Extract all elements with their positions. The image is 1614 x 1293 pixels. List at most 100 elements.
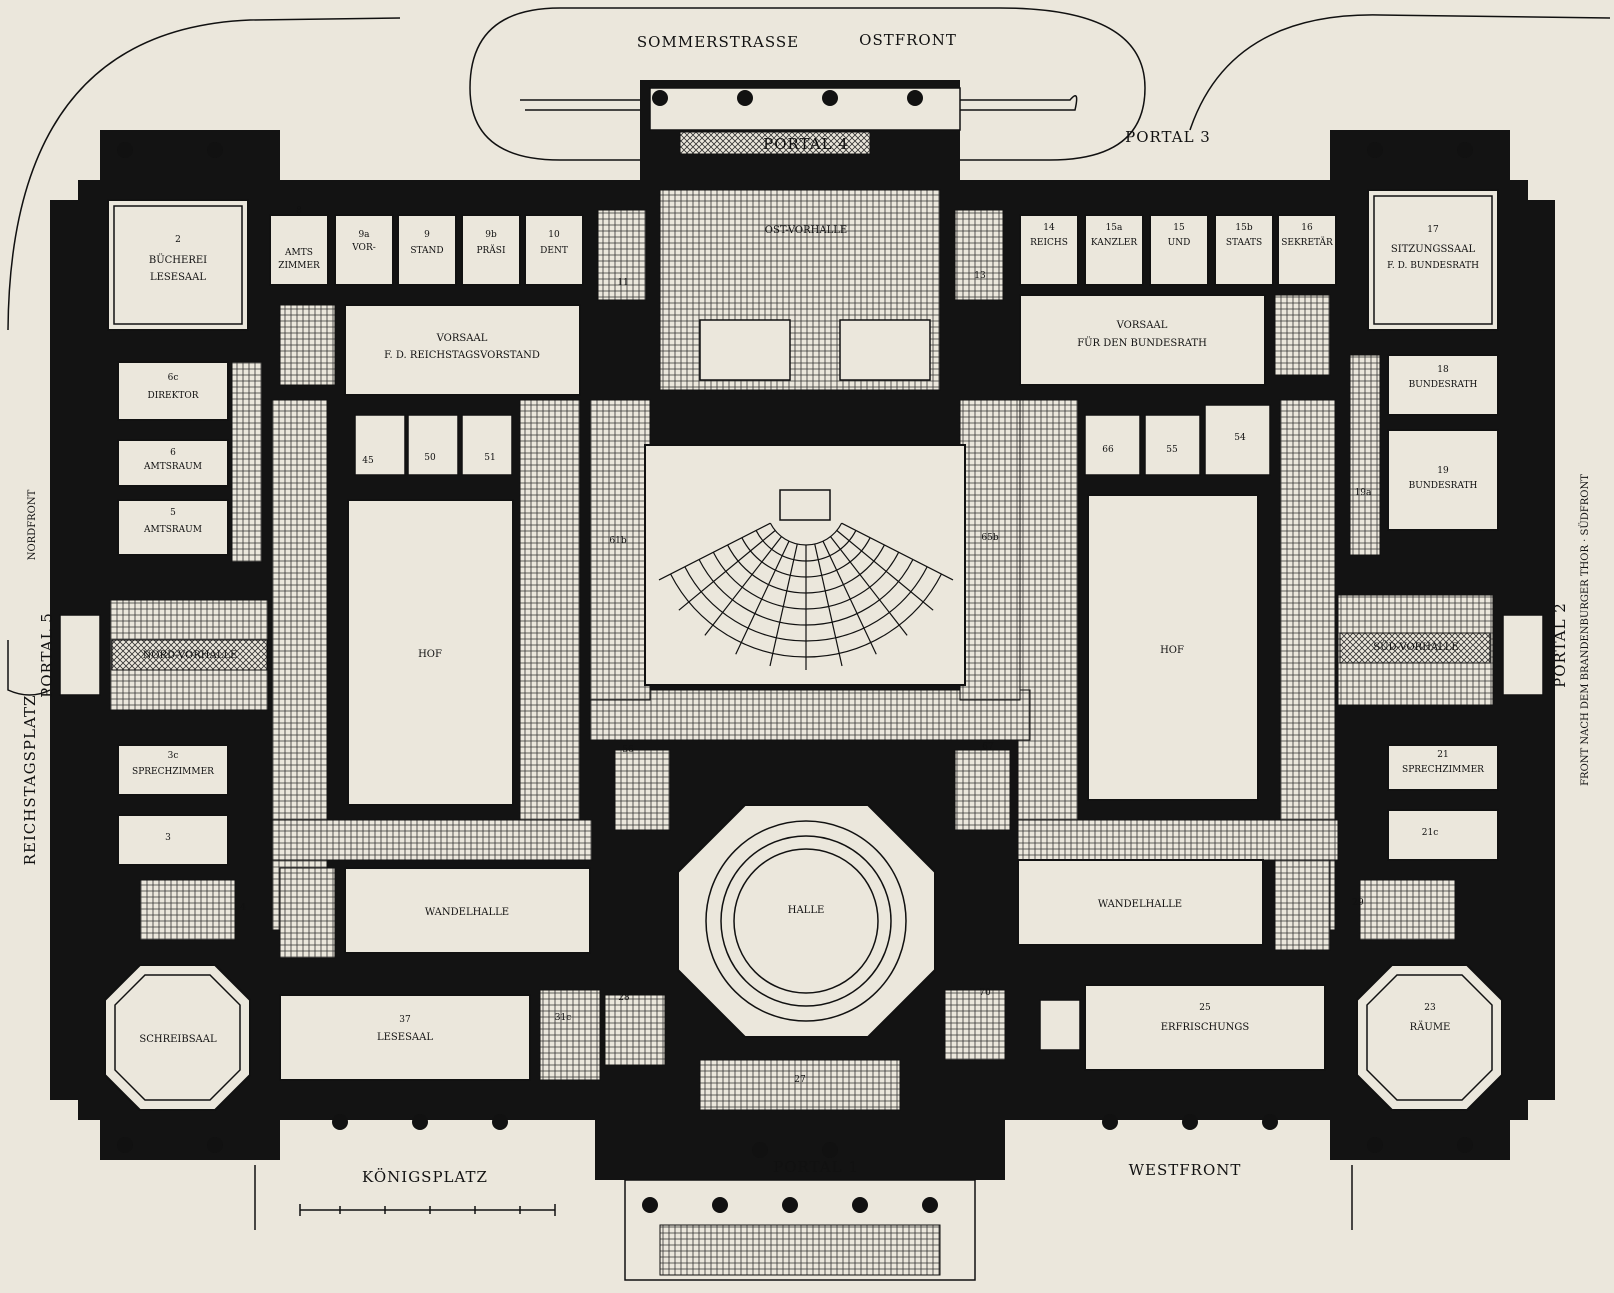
room-label: STAATS	[1226, 238, 1262, 248]
east-wing-rooms	[1349, 354, 1499, 941]
room-label: SPRECHZIMMER	[1402, 765, 1484, 775]
room-label: SPRECHZIMMER	[132, 767, 214, 777]
room-label: AMTS	[284, 248, 313, 258]
column	[1457, 1137, 1473, 1153]
room-number: 27	[794, 1075, 806, 1085]
column	[332, 1114, 348, 1130]
west-wing-rooms	[117, 361, 263, 941]
plan-labels: SOMMERSTRASSE OSTFRONT PORTAL 3 PORTAL 4…	[21, 31, 1591, 1186]
label-portal-2: PORTAL 2	[1551, 602, 1569, 688]
chamber-offices	[354, 404, 1271, 476]
column	[492, 1114, 508, 1130]
label-portal-1: PORTAL 1	[773, 1158, 859, 1176]
seat-aisle	[735, 540, 790, 655]
room-label: AMTSRAUM	[143, 462, 202, 472]
room-label: HALLE	[788, 905, 825, 916]
label-westfront: WESTFRONT	[1129, 1161, 1242, 1179]
room-number: 18	[1437, 365, 1449, 375]
seat-aisle	[658, 522, 771, 581]
column	[907, 90, 923, 106]
room-number: 21c	[1422, 828, 1439, 838]
room-number: 37	[399, 1015, 411, 1025]
room-label: SÜD-VORHALLE	[1373, 641, 1458, 653]
room-label: LESESAAL	[150, 272, 206, 283]
column	[642, 1197, 658, 1213]
room-number: 19a	[1355, 488, 1372, 498]
corner-pavilions	[104, 189, 1503, 1111]
seat-aisle	[704, 536, 782, 636]
room-label: VOR-	[351, 243, 376, 253]
label-ost-vorhalle: OST-VORHALLE	[765, 225, 847, 236]
room-number: 15b	[1235, 223, 1252, 233]
room-number: 65b	[981, 533, 998, 543]
chamber-seating	[658, 522, 954, 670]
column	[737, 90, 753, 106]
room-number: 13	[974, 271, 986, 281]
room-label: STAND	[410, 246, 443, 256]
seat-aisle	[830, 536, 908, 636]
column	[822, 1142, 838, 1158]
room-label: UND	[1168, 238, 1191, 248]
label-portal-3: PORTAL 3	[1125, 128, 1211, 146]
room-number: 50	[424, 453, 436, 463]
room-number: 19	[1437, 466, 1449, 476]
wandelhallen	[279, 859, 1331, 959]
room-number: 51	[484, 453, 495, 463]
room-label: WANDELHALLE	[425, 907, 509, 918]
room-label: WANDELHALLE	[1098, 899, 1182, 910]
room-number: 15	[1173, 223, 1185, 233]
column	[752, 1142, 768, 1158]
column	[412, 1114, 428, 1130]
room-label: PRÄSI	[476, 244, 505, 256]
room-label: VORSAAL	[1116, 320, 1168, 331]
room-number: 17	[1427, 225, 1439, 235]
column	[712, 1197, 728, 1213]
room-label: RÄUME	[1410, 1021, 1451, 1033]
room-number: 9	[424, 230, 430, 240]
columns	[117, 90, 1473, 1213]
ost-vorhalle	[649, 87, 961, 391]
column	[782, 1197, 798, 1213]
street-outlines	[7, 7, 1611, 1230]
side-vorhallen	[59, 594, 1544, 711]
room-number: 29	[1352, 898, 1364, 908]
label-suedfront: FRONT NACH DEM BRANDENBURGER THOR · SÜDF…	[1579, 474, 1591, 786]
room-number: 21	[1437, 750, 1448, 760]
seat-aisle	[841, 522, 954, 581]
plenary-chamber	[644, 444, 966, 686]
room-number: 61b	[609, 536, 626, 546]
room-number: 9b	[485, 230, 497, 240]
room-number: 56	[622, 745, 634, 755]
room-label: KANZLER	[1091, 238, 1138, 248]
room-number: 66	[1102, 445, 1114, 455]
seat-aisle	[836, 530, 934, 611]
column	[117, 1137, 133, 1153]
room-number: 6	[170, 448, 176, 458]
room-number: 67	[982, 742, 994, 752]
column	[207, 142, 223, 158]
room-label: NORD-VORHALLE	[143, 650, 238, 661]
room-label: REICHS	[1030, 238, 1068, 248]
column	[852, 1197, 868, 1213]
room-number: 16	[1301, 223, 1313, 233]
seat-aisle	[769, 543, 798, 667]
room-number: 5	[170, 508, 176, 518]
room-number: 2	[175, 235, 181, 245]
column	[922, 1197, 938, 1213]
room-label: DENT	[540, 246, 568, 256]
room-number: 15a	[1106, 223, 1123, 233]
room-label: FÜR DEN BUNDESRATH	[1077, 337, 1207, 349]
label-nordfront: NORDFRONT	[27, 489, 38, 560]
room-label: F. D. REICHSTAGSVORSTAND	[384, 350, 540, 361]
room-label: BUNDESRATH	[1409, 481, 1478, 491]
label-reichstagsplatz: REICHSTAGSPLATZ	[21, 695, 39, 866]
column	[207, 1137, 223, 1153]
room-number: 3c	[168, 751, 179, 761]
room-label: BÜCHEREI	[149, 254, 207, 266]
room-number: 55	[1166, 445, 1178, 455]
south-rooms	[279, 984, 1326, 1111]
column	[1182, 1114, 1198, 1130]
courtyard-label: HOF	[418, 649, 442, 660]
room-number: 28	[618, 993, 630, 1003]
room-label: AMTSRAUM	[143, 525, 202, 535]
